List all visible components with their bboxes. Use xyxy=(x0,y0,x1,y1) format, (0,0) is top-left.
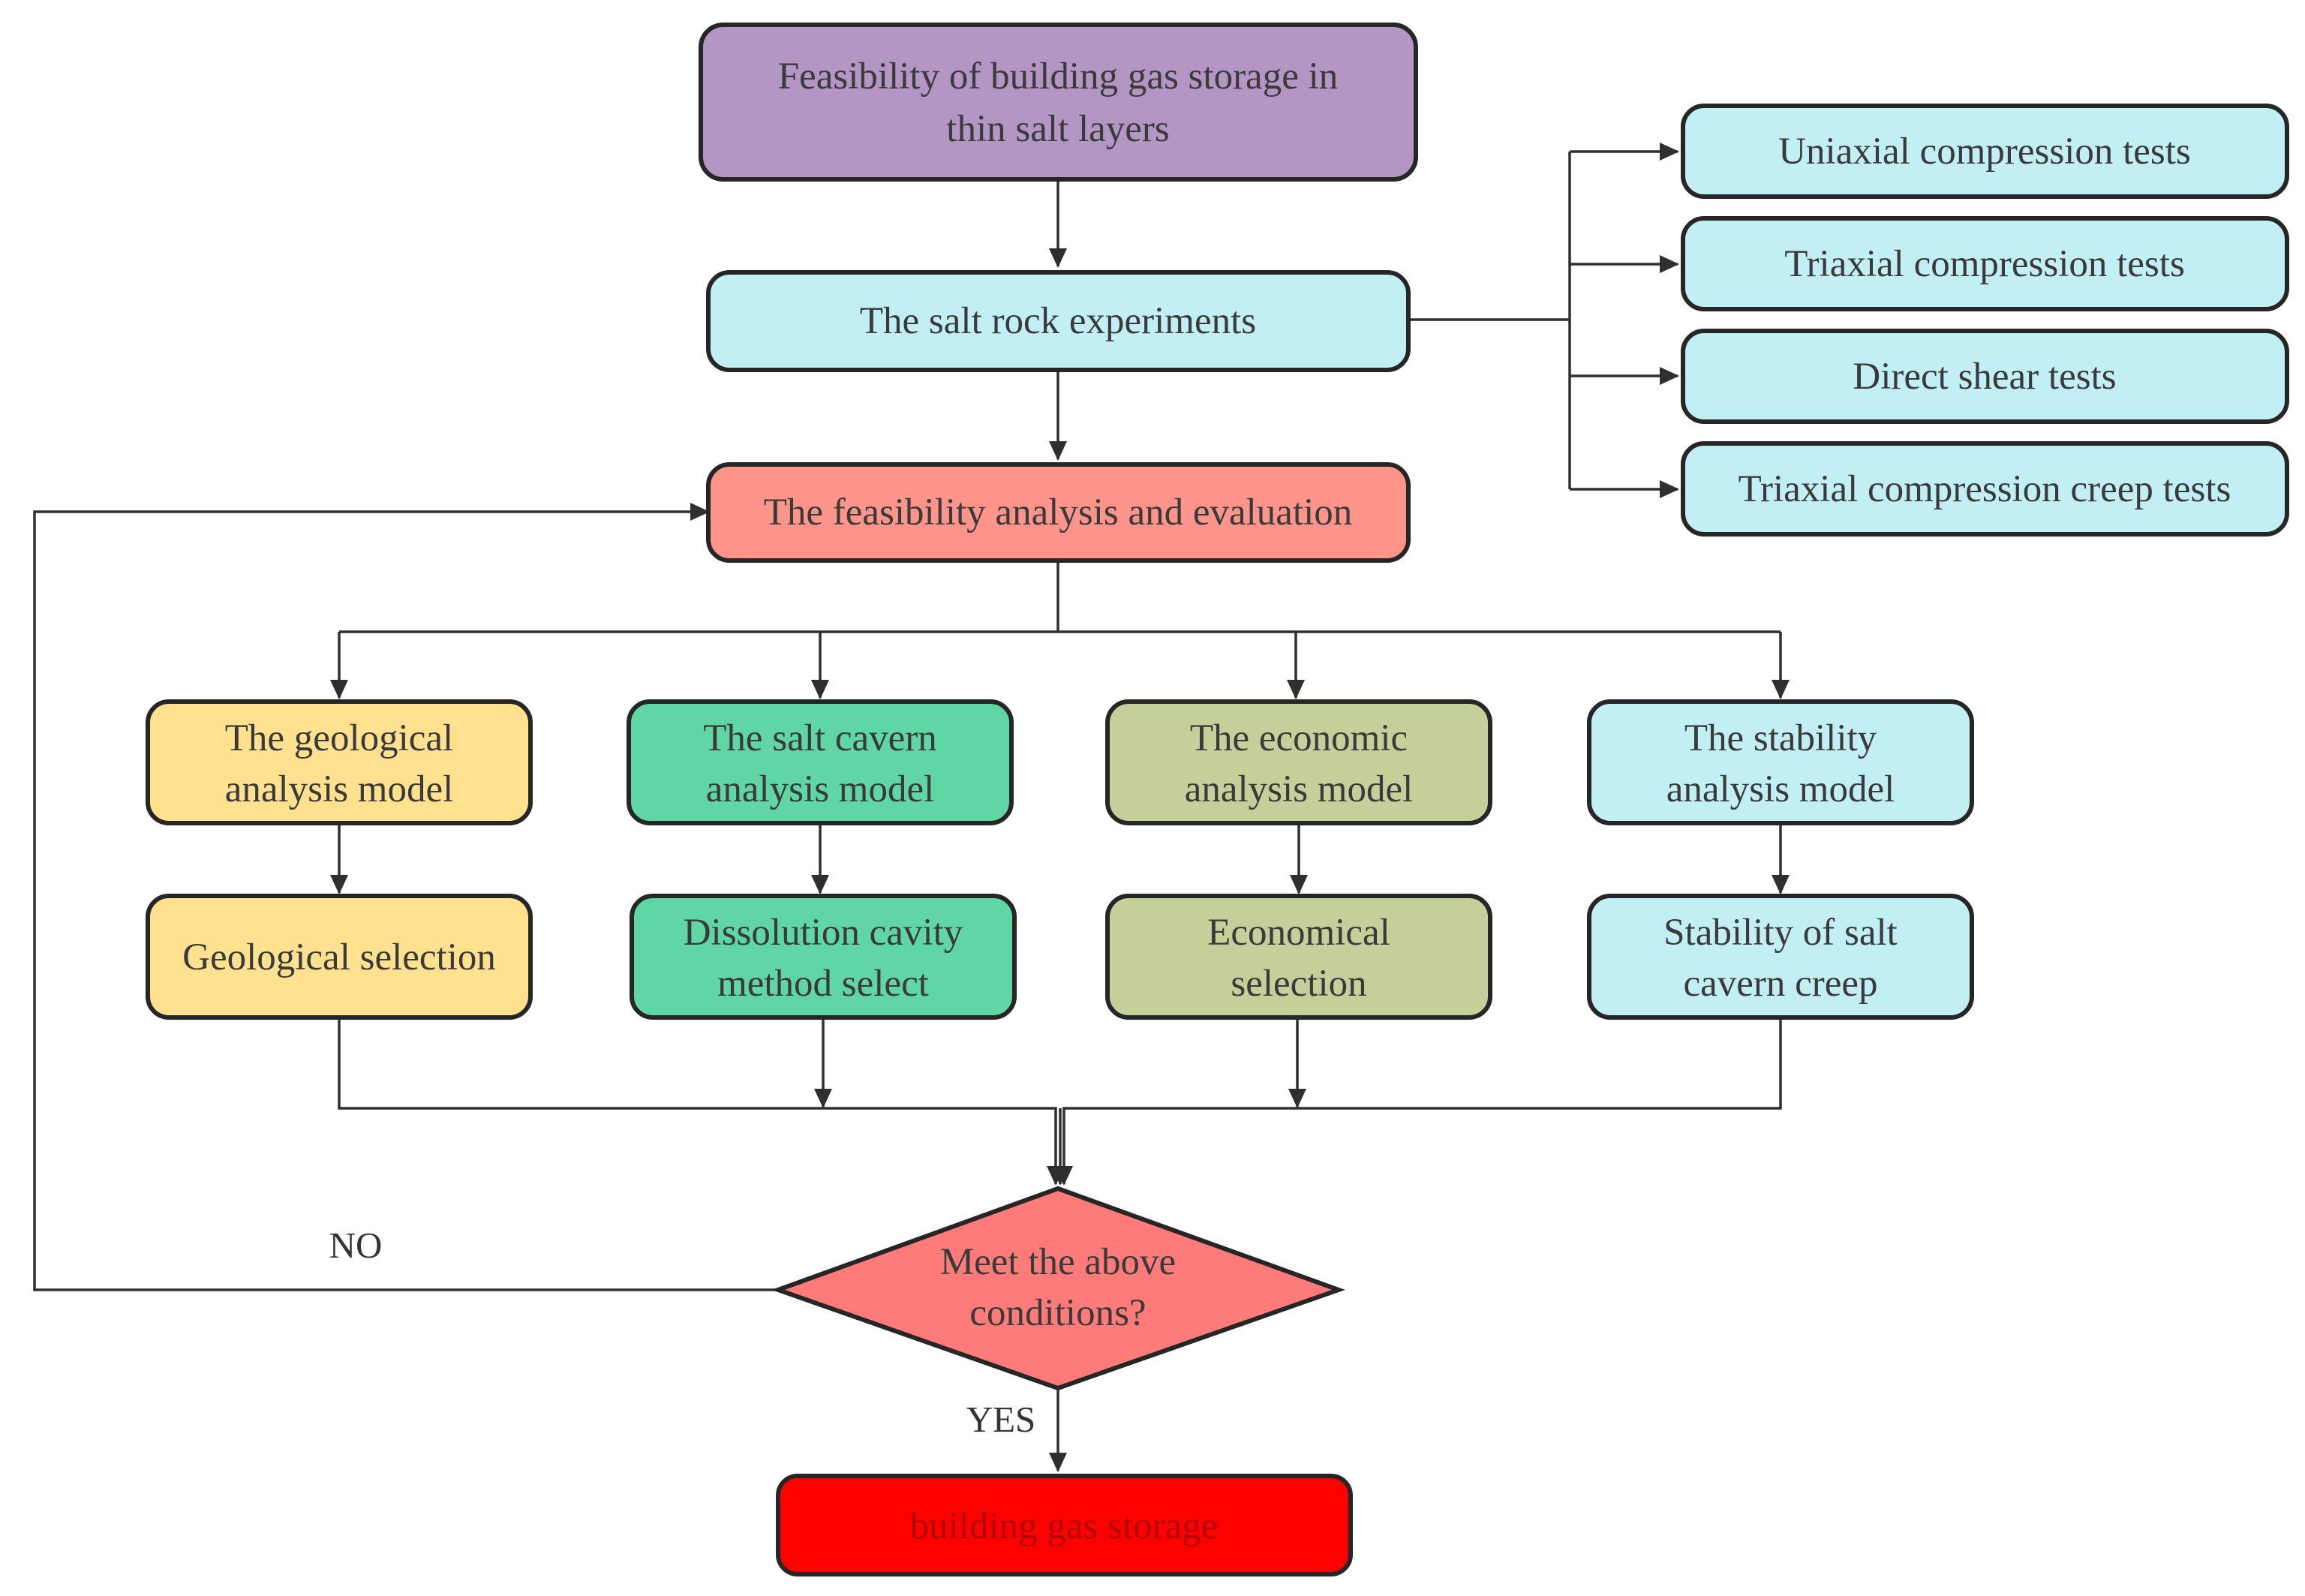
model-node-geological: The geological analysis model xyxy=(146,699,533,825)
top-node-line-1: Feasibility of building gas storage in xyxy=(778,56,1339,98)
final-node-label: building gas storage xyxy=(910,1505,1219,1547)
line-selection-4-down xyxy=(1055,1018,1782,1186)
selection-node-box xyxy=(630,894,1017,1020)
model-node-line-1: The geological xyxy=(225,717,453,759)
model-node-economic: The economic analysis model xyxy=(1105,699,1492,825)
analysis-node-box xyxy=(706,462,1411,563)
test-node-direct-shear: Direct shear tests xyxy=(1681,329,2289,424)
selection-node-stability: Stability of salt cavern creep xyxy=(1587,894,1974,1020)
top-node: Feasibility of building gas storage in t… xyxy=(699,23,1418,182)
selection-node-line-2: selection xyxy=(1231,963,1366,1005)
decision-line-1: Meet the above xyxy=(940,1241,1176,1283)
selection-node-box xyxy=(1587,894,1974,1020)
top-node-box xyxy=(699,23,1418,182)
final-node: building gas storage xyxy=(776,1474,1353,1576)
yes-label: YES xyxy=(966,1399,1036,1440)
connectors xyxy=(33,143,1790,1472)
no-loop-connector xyxy=(33,503,778,1291)
selection-node-label: Geological selection xyxy=(182,936,496,978)
final-node-box xyxy=(776,1474,1353,1576)
test-node-box xyxy=(1681,329,2289,424)
model-node-line-1: The stability xyxy=(1684,717,1877,759)
test-node-box xyxy=(1681,216,2289,311)
selection-node-line-1: Stability of salt xyxy=(1663,912,1898,954)
tests-group: Uniaxial compression tests Triaxial comp… xyxy=(1681,104,2289,537)
selection-node-geological: Geological selection xyxy=(146,894,533,1020)
test-node-creep: Triaxial compression creep tests xyxy=(1681,441,2289,537)
selections-group: Geological selection Dissolution cavity … xyxy=(146,894,1974,1020)
selection-node-box xyxy=(1105,894,1492,1020)
analysis-node-label: The feasibility analysis and evaluation xyxy=(764,491,1353,534)
decision-line-2: conditions? xyxy=(969,1292,1146,1334)
experiments-node-label: The salt rock experiments xyxy=(860,300,1256,342)
models-group: The geological analysis model The salt c… xyxy=(146,699,1974,825)
model-node-salt-cavern: The salt cavern analysis model xyxy=(627,699,1014,825)
model-node-line-2: analysis model xyxy=(225,768,454,810)
no-label: NO xyxy=(329,1225,383,1266)
test-node-label: Uniaxial compression tests xyxy=(1778,131,2191,173)
selection-node-line-1: Dissolution cavity xyxy=(684,912,963,954)
selection-node-dissolution: Dissolution cavity method select xyxy=(630,894,1017,1020)
model-node-box xyxy=(1105,699,1492,825)
test-node-label: Triaxial compression creep tests xyxy=(1739,468,2231,510)
test-node-label: Direct shear tests xyxy=(1853,356,2116,398)
analysis-node: The feasibility analysis and evaluation xyxy=(706,462,1411,563)
decision-diamond xyxy=(771,1186,1345,1391)
model-node-line-1: The economic xyxy=(1190,717,1408,759)
test-node-triaxial: Triaxial compression tests xyxy=(1681,216,2289,311)
test-node-box xyxy=(1681,104,2289,199)
model-node-box xyxy=(627,699,1014,825)
model-node-line-2: analysis model xyxy=(1185,768,1414,810)
selection-node-line-1: Economical xyxy=(1207,912,1390,954)
test-node-uniaxial: Uniaxial compression tests xyxy=(1681,104,2289,199)
selection-node-box xyxy=(146,894,533,1020)
model-node-box xyxy=(1587,699,1974,825)
model-node-line-2: analysis model xyxy=(706,768,935,810)
test-node-box xyxy=(1681,441,2289,537)
test-node-label: Triaxial compression tests xyxy=(1784,243,2185,285)
selection-node-line-2: method select xyxy=(717,963,929,1005)
line-selection-1-down xyxy=(338,1018,1065,1186)
experiments-node: The salt rock experiments xyxy=(706,270,1411,372)
top-node-line-2: thin salt layers xyxy=(946,108,1169,150)
model-node-line-2: analysis model xyxy=(1666,768,1895,810)
decision-node: Meet the above conditions? xyxy=(771,1186,1345,1391)
model-node-line-1: The salt cavern xyxy=(703,717,937,759)
experiments-node-box xyxy=(706,270,1411,372)
model-node-stability: The stability analysis model xyxy=(1587,699,1974,825)
model-node-box xyxy=(146,699,533,825)
selection-node-line-2: cavern creep xyxy=(1683,963,1877,1005)
selection-node-economical: Economical selection xyxy=(1105,894,1492,1020)
